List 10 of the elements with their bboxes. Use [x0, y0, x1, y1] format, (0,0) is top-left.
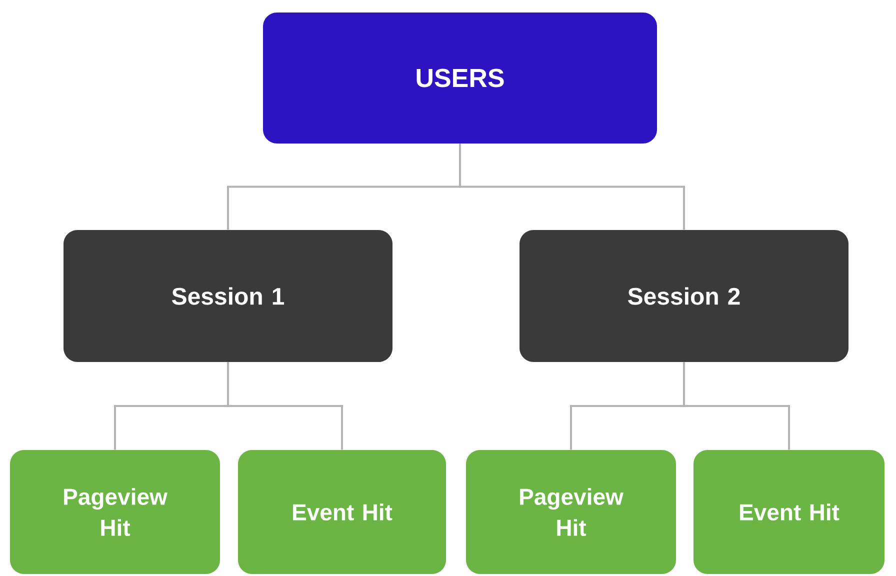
connector-line: [683, 362, 790, 450]
root-box: USERS: [263, 12, 657, 144]
hit-box: Event Hit: [694, 450, 884, 574]
connector-line: [227, 362, 343, 450]
session-box: Session 2: [520, 230, 848, 362]
hit-box: Event Hit: [238, 450, 446, 574]
session-box: Session 1: [64, 230, 392, 362]
hit-box: Pageview Hit: [10, 450, 220, 574]
hit-box: Pageview Hit: [466, 450, 676, 574]
connector-line: [459, 144, 685, 230]
